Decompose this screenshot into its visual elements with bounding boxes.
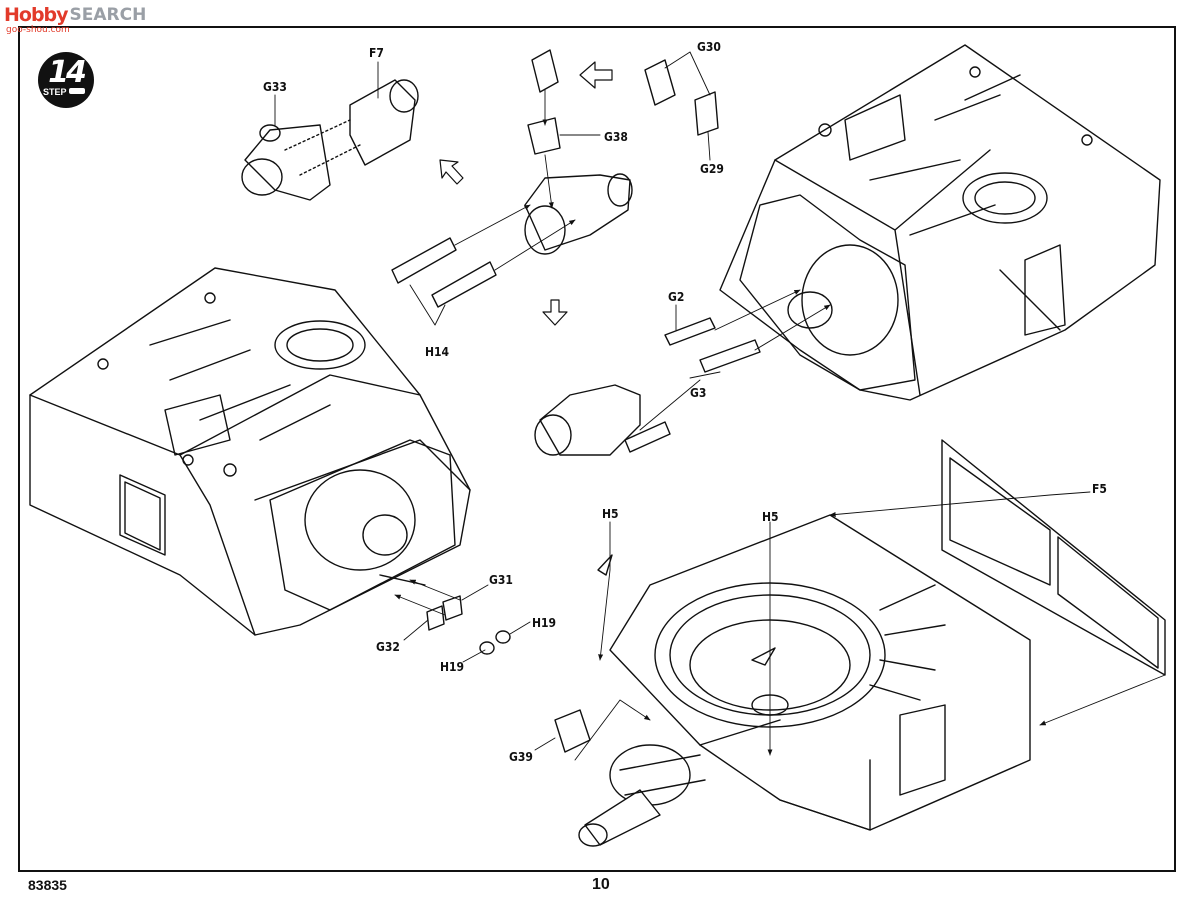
part-h14-rods <box>391 237 497 308</box>
watermark: Hobby SEARCH <box>4 3 146 27</box>
part-small-details <box>426 554 776 666</box>
part-gun-assembly-lower <box>534 317 761 456</box>
part-label-h5-right: H5 <box>762 510 779 524</box>
direction-arrows <box>439 61 613 326</box>
part-label-g29: G29 <box>700 162 724 176</box>
part-gun-mount-middle <box>524 49 719 255</box>
part-label-g38: G38 <box>604 130 628 144</box>
part-label-g30: G30 <box>697 40 721 54</box>
turret-right <box>719 44 1161 401</box>
page-frame <box>18 26 1176 872</box>
part-label-g2: G2 <box>668 290 685 304</box>
part-label-g31: G31 <box>489 573 513 587</box>
part-label-h14: H14 <box>425 345 450 359</box>
watermark-logo: Hobby <box>4 4 69 26</box>
base-gun-mount <box>554 709 706 847</box>
part-label-f5: F5 <box>1092 482 1107 496</box>
part-label-g33: G33 <box>263 80 287 94</box>
page-number: 10 <box>592 876 610 893</box>
product-code: 83835 <box>28 877 67 893</box>
part-label-g3: G3 <box>690 386 707 400</box>
part-label-h19-right: H19 <box>532 616 557 630</box>
watermark-text: SEARCH <box>69 5 147 25</box>
part-label-h5-left: H5 <box>602 507 619 521</box>
step-word: STEP <box>43 87 67 97</box>
part-label-h19-left: H19 <box>440 660 465 674</box>
step-badge: 14 STEP <box>38 52 94 108</box>
turret-left <box>29 267 471 636</box>
part-f7-g33 <box>241 79 419 201</box>
part-label-g39: G39 <box>509 750 533 764</box>
step-number: 14 <box>48 55 87 90</box>
assembly-lines <box>274 51 1166 761</box>
watermark-url: goo-shou.com <box>6 25 70 35</box>
part-label-g32: G32 <box>376 640 400 654</box>
tank-icon <box>69 88 85 94</box>
part-label-f7: F7 <box>369 46 384 60</box>
